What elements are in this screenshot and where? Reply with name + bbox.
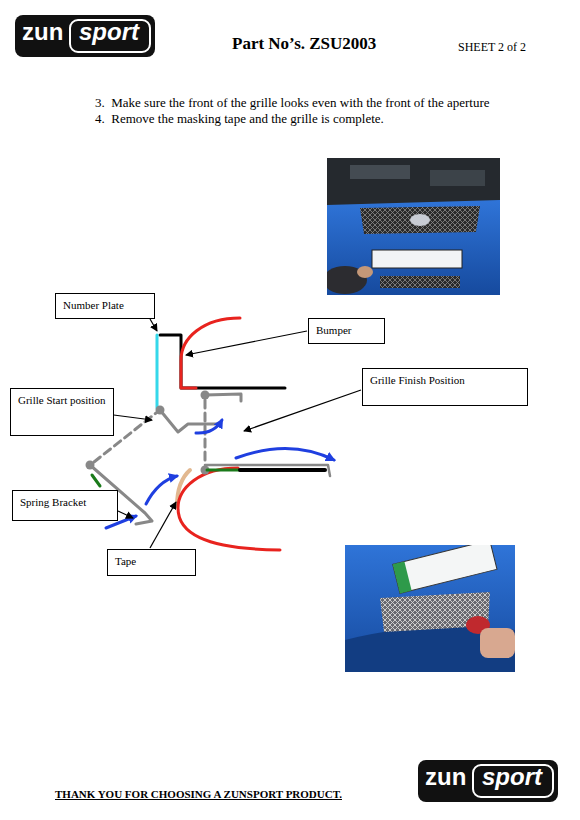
motion-arrow (196, 420, 222, 433)
aperture-edge (160, 335, 285, 388)
engine-part (430, 170, 485, 186)
grille-outline (205, 465, 330, 476)
leaders (106, 319, 361, 548)
logo-text-wrap: zun (22, 18, 63, 46)
leader-line (150, 502, 176, 548)
grille-mesh (240, 468, 325, 472)
logo-text: zun (22, 18, 63, 46)
engine-part (350, 165, 410, 179)
label-box: Grille Start position (10, 388, 114, 436)
logo-text: zun (425, 763, 466, 791)
grille-start-upper (160, 410, 218, 432)
photo (345, 545, 515, 672)
label-box: Tape (107, 549, 196, 576)
sheet-number-wrap: SHEET 2 of 2 (458, 40, 526, 55)
logo-ground (15, 15, 155, 57)
grille-finish-upper (205, 394, 241, 401)
motion-arrow (146, 476, 177, 504)
plate-band (393, 561, 412, 593)
plate (393, 545, 497, 593)
tape-strip (207, 469, 240, 472)
number-plate (372, 250, 462, 268)
title: Part No’s. ZSU2003 (232, 34, 376, 54)
badge (410, 214, 430, 226)
section-diagram (86, 318, 335, 550)
label-box: Spring Bracket (12, 490, 118, 521)
number-plate (393, 545, 497, 593)
label-box: Number Plate (55, 293, 155, 319)
box-label: Grille Start position (18, 394, 106, 407)
logo (15, 15, 155, 57)
logo-text-wrap: sport (482, 763, 542, 791)
logo (418, 760, 558, 802)
label-box: Bumper (308, 318, 385, 344)
instruction-step-wrap: 3. Make sure the front of the grille loo… (95, 95, 490, 111)
number-plate-profile (156, 335, 159, 408)
engine-bay (327, 158, 500, 206)
label-box: Grille Finish Position (362, 368, 528, 406)
instruction-step: 3. Make sure the front of the grille loo… (95, 95, 490, 111)
bumper-profile (181, 318, 240, 388)
tape-strip (92, 475, 100, 486)
logo-text-wrap: sport (79, 18, 139, 46)
box-label: Bumper (316, 324, 377, 337)
bumper-shadow (345, 627, 515, 672)
leader-line (186, 331, 307, 355)
logo-ground (418, 760, 558, 802)
footer-note-wrap: THANK YOU FOR CHOOSING A ZUNSPORT PRODUC… (55, 788, 342, 800)
instruction-step-wrap: 4. Remove the masking tape and the grill… (95, 111, 384, 127)
bumper-profile (178, 468, 280, 550)
box-label: Tape (115, 555, 188, 568)
leader-line (244, 390, 361, 431)
photo (327, 158, 500, 295)
grille (360, 206, 480, 234)
logo-text: sport (482, 763, 542, 791)
hand (357, 266, 373, 278)
motion-arrow (236, 448, 334, 460)
logo-text: sport (79, 18, 139, 46)
title-wrap: Part No’s. ZSU2003 (232, 34, 376, 54)
box-label: Grille Finish Position (370, 374, 520, 387)
leader-line (118, 511, 133, 518)
arm (480, 628, 515, 658)
logo-text-wrap: zun (425, 763, 466, 791)
leader-line (150, 319, 157, 331)
footer-note: THANK YOU FOR CHOOSING A ZUNSPORT PRODUC… (55, 788, 342, 800)
box-label: Number Plate (63, 299, 147, 312)
box-label: Spring Bracket (20, 496, 110, 509)
lower-grille (380, 276, 460, 288)
instruction-step: 4. Remove the masking tape and the grill… (95, 111, 384, 127)
sheet-number: SHEET 2 of 2 (458, 40, 526, 55)
